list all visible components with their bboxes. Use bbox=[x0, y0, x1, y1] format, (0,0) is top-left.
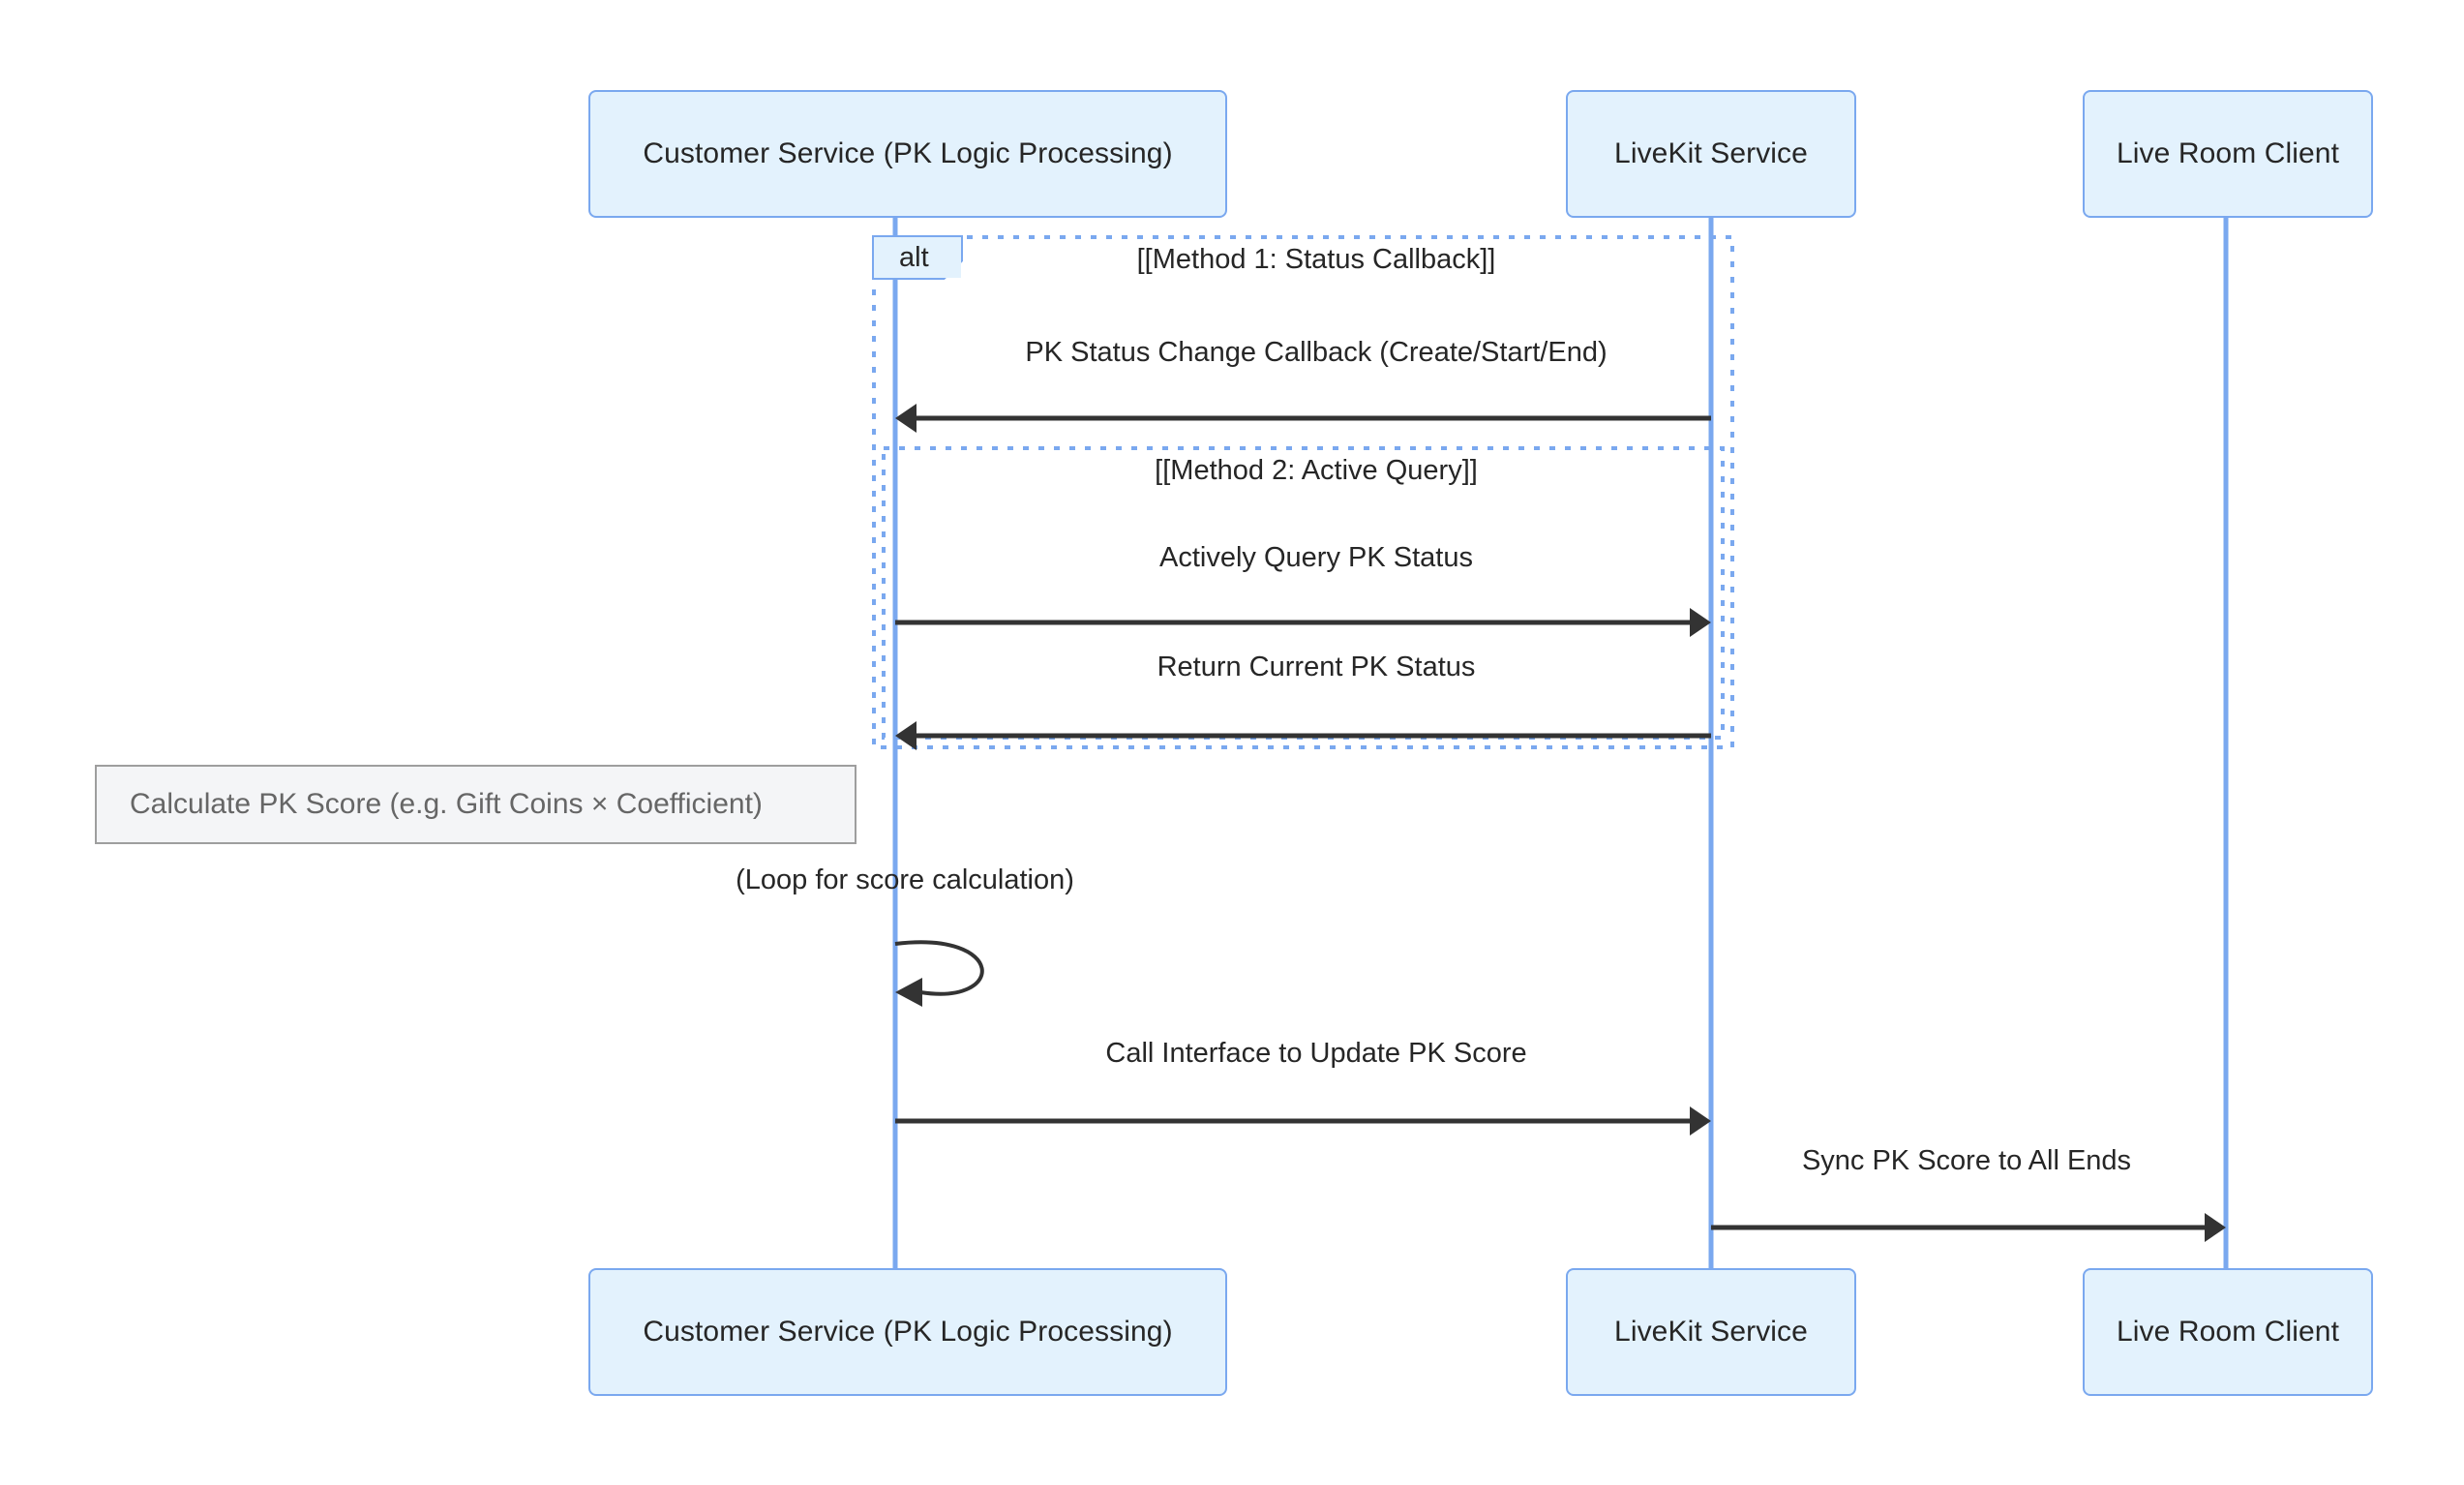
alt-fragment-section-2-border bbox=[882, 446, 1725, 740]
message-arrowhead-call-interface-update-pk-score bbox=[1690, 1106, 1711, 1136]
alt-fragment-tag[interactable]: alt bbox=[874, 237, 961, 278]
participant-label-livekit-service-bottom: LiveKit Service bbox=[1614, 1316, 1808, 1348]
participant-label-customer-service-top: Customer Service (PK Logic Processing) bbox=[643, 137, 1173, 169]
note-calculate-pk-score: Calculate PK Score (e.g. Gift Coins × Co… bbox=[95, 765, 856, 844]
message-arrowhead-pk-status-change-callback bbox=[895, 404, 916, 433]
alt-section-label-method-2: [[Method 2: Active Query]] bbox=[1155, 455, 1478, 486]
message-label-return-current-pk-status: Return Current PK Status bbox=[1157, 652, 1476, 682]
participant-box-customer-service-top[interactable]: Customer Service (PK Logic Processing) bbox=[588, 90, 1227, 218]
alt-fragment-tag-label: alt bbox=[899, 241, 929, 273]
note-calculate-pk-score-label: Calculate PK Score (e.g. Gift Coins × Co… bbox=[130, 788, 763, 820]
self-loop-arrow bbox=[894, 940, 984, 1007]
participant-box-livekit-service-top[interactable]: LiveKit Service bbox=[1566, 90, 1856, 218]
participant-label-customer-service-bottom: Customer Service (PK Logic Processing) bbox=[643, 1316, 1173, 1348]
message-arrowhead-actively-query-pk-status bbox=[1690, 608, 1711, 637]
participant-label-live-room-client-top: Live Room Client bbox=[2116, 137, 2340, 169]
participant-label-livekit-service-top: LiveKit Service bbox=[1614, 137, 1808, 169]
message-arrowhead-sync-pk-score-to-all-ends bbox=[2205, 1213, 2226, 1242]
participant-box-livekit-service-bottom[interactable]: LiveKit Service bbox=[1566, 1268, 1856, 1396]
message-arrows-group bbox=[895, 404, 2226, 1242]
participant-box-customer-service-bottom[interactable]: Customer Service (PK Logic Processing) bbox=[588, 1268, 1227, 1396]
lifelines-group bbox=[892, 218, 2229, 1268]
message-arrowhead-return-current-pk-status bbox=[895, 721, 916, 750]
message-label-sync-pk-score-to-all-ends: Sync PK Score to All Ends bbox=[1801, 1145, 2132, 1176]
participant-box-live-room-client-top[interactable]: Live Room Client bbox=[2083, 90, 2373, 218]
participant-box-live-room-client-bottom[interactable]: Live Room Client bbox=[2083, 1268, 2373, 1396]
message-label-pk-status-change-callback: PK Status Change Callback (Create/Start/… bbox=[1025, 337, 1608, 368]
alt-fragment-border bbox=[872, 235, 1734, 749]
alt-section-label-method-1: [[Method 1: Status Callback]] bbox=[1136, 244, 1496, 275]
self-loop-path bbox=[894, 940, 984, 996]
self-loop-label: (Loop for score calculation) bbox=[736, 864, 1074, 895]
participant-label-live-room-client-bottom: Live Room Client bbox=[2116, 1316, 2340, 1348]
message-label-call-interface-update-pk-score: Call Interface to Update PK Score bbox=[1105, 1038, 1527, 1069]
message-label-actively-query-pk-status: Actively Query PK Status bbox=[1159, 542, 1473, 573]
self-loop-arrowhead bbox=[895, 978, 922, 1007]
